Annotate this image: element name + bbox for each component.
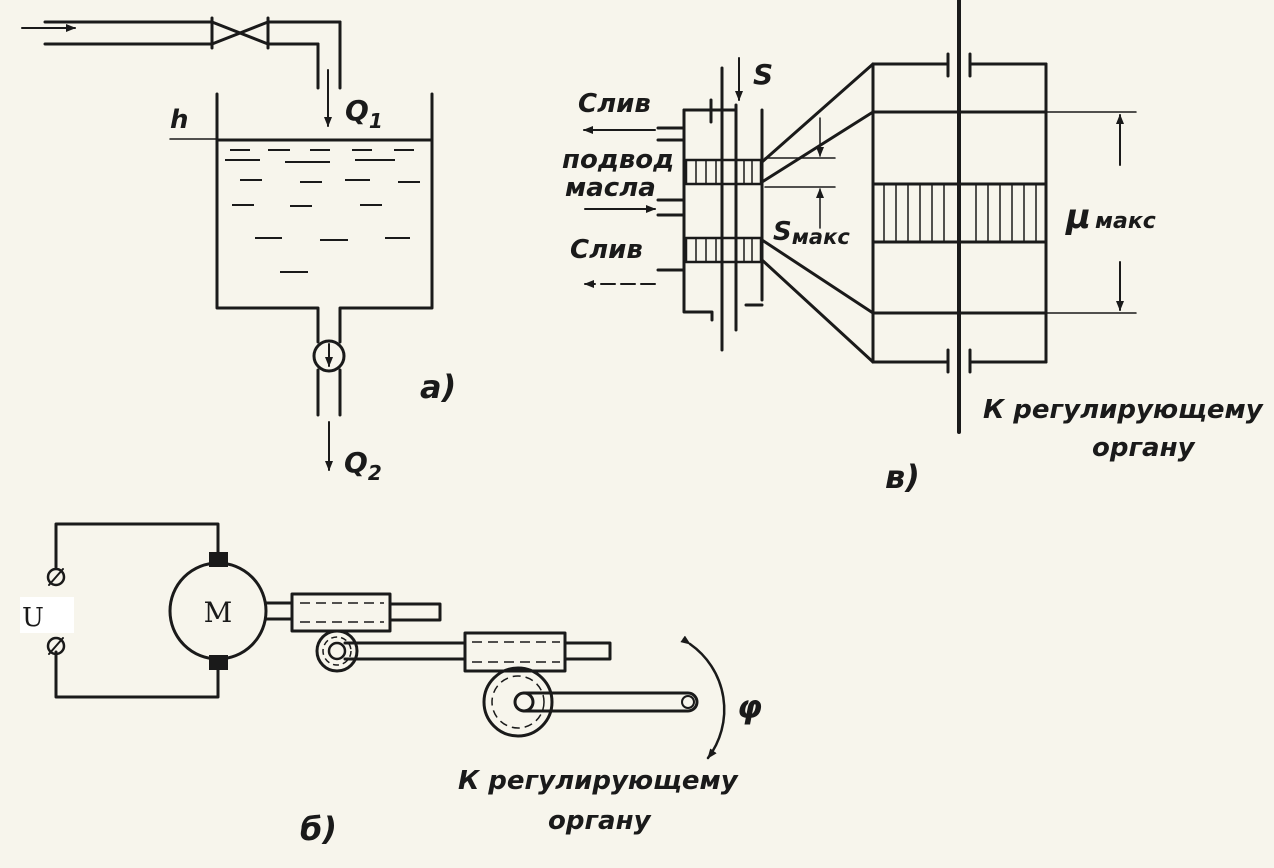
smax-label: Sмакс bbox=[773, 217, 850, 249]
motor-m-label: M bbox=[204, 596, 233, 629]
worm-gear-large bbox=[482, 666, 554, 738]
inlet-pipe bbox=[43, 20, 342, 90]
angle-phi-label: φ bbox=[737, 688, 762, 726]
outlet-flow-meter bbox=[312, 339, 346, 373]
motor-circle bbox=[168, 561, 268, 661]
panel-v-target-label-line1: К регулирующему bbox=[983, 395, 1264, 425]
panel-v-caption: в) bbox=[885, 458, 920, 496]
lower-supply-wire bbox=[54, 650, 220, 699]
panel-v-hydraulic-servo: S bbox=[562, 0, 1264, 496]
upper-terminal bbox=[46, 567, 66, 587]
tank-wall-right bbox=[338, 92, 434, 344]
panel-b-motor-drive: U M bbox=[20, 522, 762, 848]
inlet-valve bbox=[210, 16, 270, 50]
lower-terminal bbox=[46, 636, 66, 656]
outflow-q2-label: Q2 bbox=[344, 446, 382, 485]
spool-land-lower bbox=[684, 236, 763, 264]
servo-piston bbox=[871, 182, 1048, 244]
output-lever bbox=[513, 691, 699, 713]
rotation-angle-arrow bbox=[680, 635, 726, 760]
spool-valve-body bbox=[656, 98, 764, 322]
displacement-s-label: S bbox=[753, 58, 773, 91]
level-h-label: h bbox=[170, 105, 189, 135]
liquid-hatch bbox=[225, 149, 420, 273]
intermediate-shaft bbox=[343, 631, 612, 673]
supply-label-line2: масла bbox=[565, 173, 656, 203]
panel-a-tank-diagram: Q1 h Q2 а) bbox=[21, 16, 456, 485]
panel-a-caption: а) bbox=[420, 368, 456, 406]
panel-b-target-label-line2: органу bbox=[548, 806, 652, 836]
drain-bottom-label: Слив bbox=[570, 235, 643, 265]
panel-b-target-label-line1: К регулирующему bbox=[458, 766, 739, 796]
worm-gear-small bbox=[315, 629, 359, 673]
motor-output-shaft bbox=[264, 592, 442, 633]
panel-v-target-label-line2: органу bbox=[1092, 433, 1196, 463]
connecting-pipes bbox=[760, 62, 875, 364]
upper-supply-wire bbox=[54, 522, 220, 569]
spool-land-upper bbox=[684, 158, 763, 186]
panel-b-caption: б) bbox=[300, 810, 337, 848]
inflow-q1-label: Q1 bbox=[345, 94, 383, 133]
drain-top-label: Слив bbox=[578, 89, 651, 119]
tank-wall-left bbox=[215, 92, 320, 344]
supply-label-line1: подвод bbox=[562, 145, 674, 175]
voltage-u-label: U bbox=[22, 603, 44, 633]
